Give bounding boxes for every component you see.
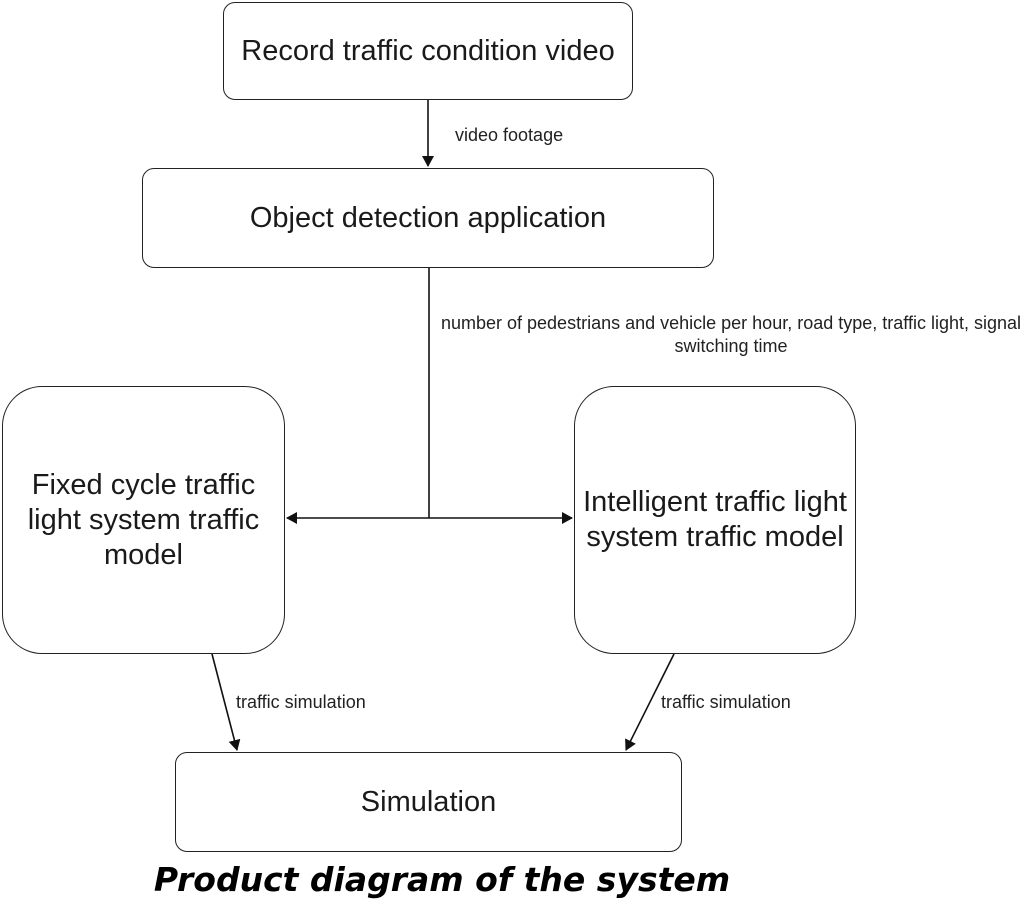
node-fixed-cycle-model: Fixed cycle traffic light system traffic… [2,386,285,654]
node-record-video-label: Record traffic condition video [241,34,615,67]
node-intelligent-model-label: Intelligent traffic light system traffic… [583,486,847,553]
edge-label-traffic-simulation-right: traffic simulation [661,692,791,712]
edge-label-detection-data: number of pedestrians and vehicle per ho… [440,313,1021,356]
node-simulation: Simulation [175,752,682,852]
node-fixed-cycle-model-label: Fixed cycle traffic light system traffic… [27,468,260,571]
node-simulation-label: Simulation [360,785,497,818]
diagram-caption: Product diagram of the system [153,860,731,899]
edge-fixed-to-simulation [211,653,241,751]
node-object-detection-label: Object detection application [249,201,607,234]
edge-label-traffic-simulation-left: traffic simulation [236,692,366,712]
edge-intelligent-to-simulation [625,653,675,751]
edge-label-video-footage: video footage [455,125,564,145]
node-record-video: Record traffic condition video [223,2,633,100]
node-object-detection: Object detection application [142,168,714,268]
node-intelligent-model: Intelligent traffic light system traffic… [574,386,856,654]
